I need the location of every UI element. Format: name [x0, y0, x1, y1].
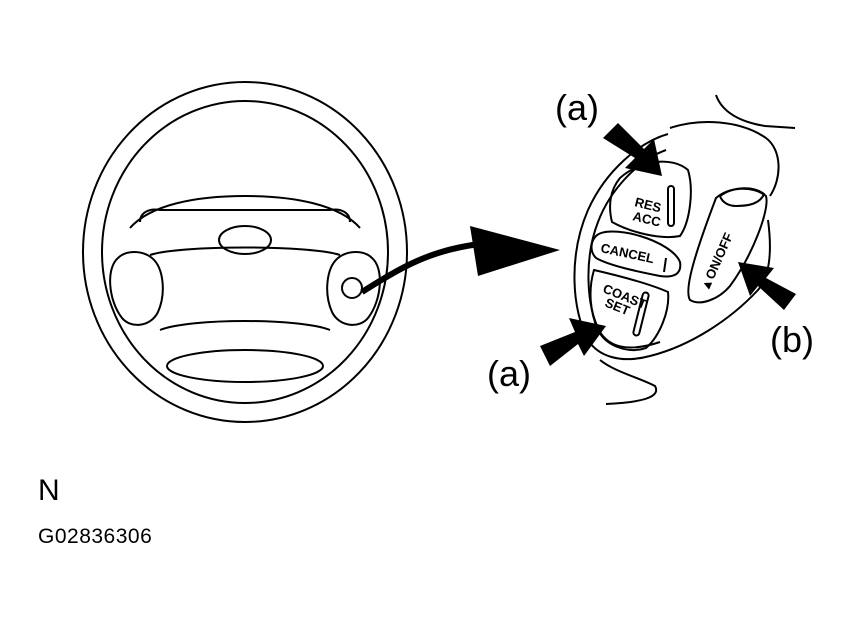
switch-bezel-outer	[573, 133, 771, 361]
arrow-b	[738, 262, 796, 310]
zoom-arrow-head	[470, 226, 560, 276]
figure-id: G02836306	[38, 525, 153, 548]
coast-set-ridge	[632, 291, 650, 337]
wheel-bottom-pad	[166, 349, 324, 383]
callout-b: (b)	[770, 319, 814, 360]
zoom-arrow	[360, 226, 560, 295]
spoke-outline-top	[715, 94, 796, 129]
steering-wheel	[82, 81, 408, 423]
res-acc-ridge	[667, 185, 675, 227]
wheel-rim-outer	[82, 81, 408, 423]
coast-set-button	[589, 268, 670, 351]
on-off-label: ▲ON/OFF	[697, 230, 736, 293]
wheel-rim-inner	[101, 100, 389, 404]
callout-a-top: (a)	[555, 87, 599, 128]
switch-closeup	[573, 94, 796, 405]
callout-a-bottom: (a)	[487, 353, 531, 394]
spoke-outline-right	[669, 121, 780, 197]
cancel-ridge	[663, 257, 667, 273]
wheel-center-emblem	[218, 225, 272, 255]
zoom-arrow-stroke	[360, 241, 481, 295]
wheel-switch-location	[341, 277, 363, 299]
arrow-a-bottom	[540, 318, 606, 366]
wheel-upper-spoke	[129, 194, 361, 229]
switch-bezel-inner	[587, 149, 667, 349]
wheel-lower-spoke	[159, 320, 331, 331]
wheel-hub-lower	[149, 246, 341, 256]
wheel-right-pad	[326, 251, 381, 326]
acc-label: ACC	[631, 208, 663, 230]
wheel-hub-upper	[139, 208, 351, 223]
arrow-a-top	[603, 123, 662, 176]
res-acc-button	[609, 160, 692, 238]
figure-letter: N	[38, 474, 60, 507]
spoke-outline-bottom	[599, 359, 658, 405]
callout-arrows	[540, 123, 796, 366]
cancel-button	[590, 230, 682, 278]
on-off-button-top-face	[718, 187, 766, 208]
wheel-left-pad	[109, 251, 164, 326]
res-label: RES	[633, 194, 663, 215]
